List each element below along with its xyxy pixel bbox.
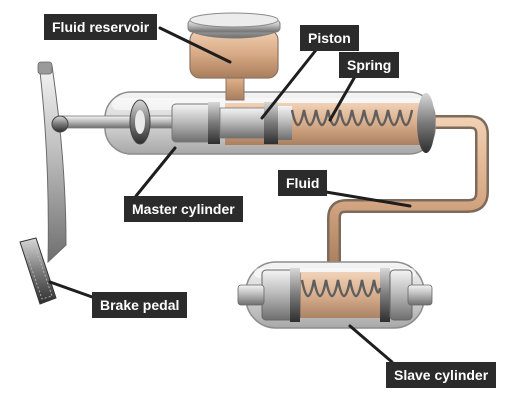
label-spring: Spring: [339, 52, 400, 78]
fluid-reservoir: [187, 12, 281, 101]
slave-spring: [300, 279, 382, 298]
label-slave-cylinder: Slave cylinder: [386, 362, 497, 388]
slave-cylinder: [237, 261, 433, 329]
seal-ring: [129, 99, 151, 145]
leader-lines: [48, 26, 412, 364]
master-piston: [171, 102, 292, 144]
leader-slave-cylinder: [348, 324, 394, 364]
leader-piston: [260, 43, 322, 120]
label-fluid: Fluid: [278, 170, 328, 196]
leader-master-cylinder: [134, 146, 177, 198]
leader-fluid-reservoir: [158, 26, 232, 64]
leader-spring: [328, 71, 359, 122]
label-master-cylinder: Master cylinder: [124, 196, 243, 222]
master-spring: [290, 109, 414, 127]
leader-brake-pedal: [48, 280, 97, 300]
brake-pedal: [19, 61, 69, 305]
label-fluid-reservoir: Fluid reservoir: [44, 14, 158, 40]
label-piston: Piston: [300, 25, 359, 51]
label-brake-pedal: Brake pedal: [92, 292, 188, 318]
leader-fluid: [312, 188, 412, 208]
